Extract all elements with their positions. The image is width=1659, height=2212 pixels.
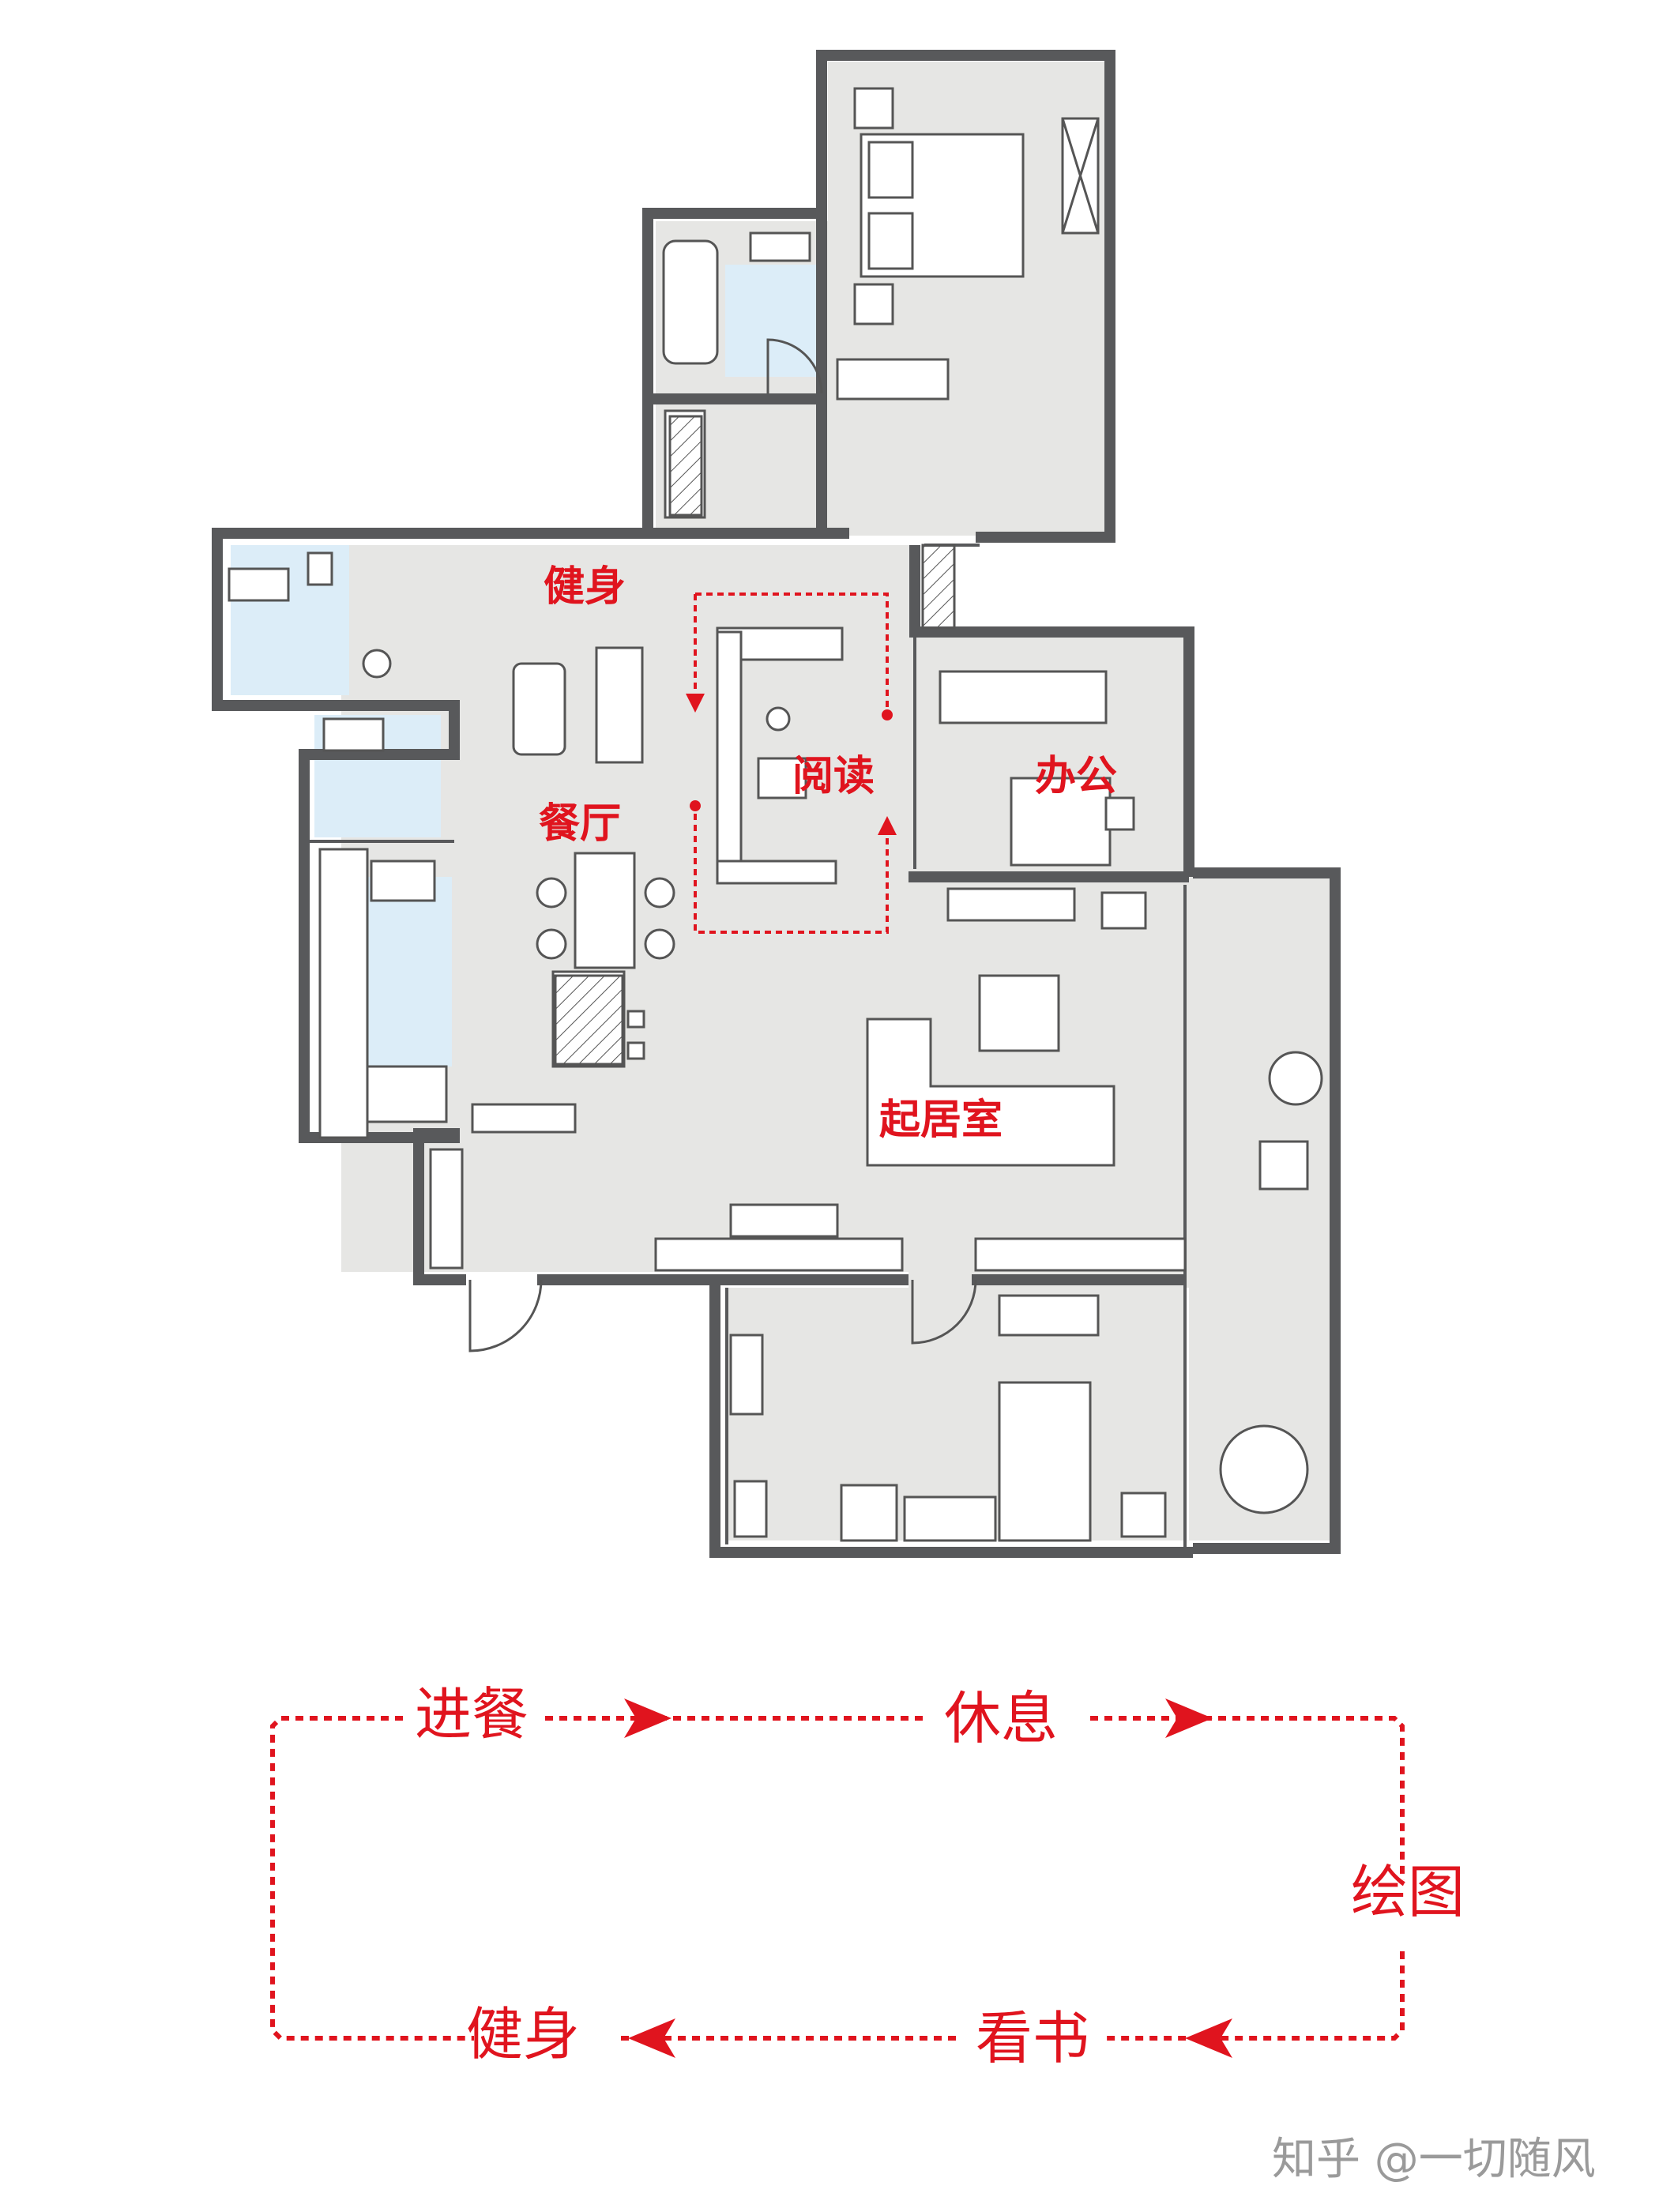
flow-step-eat: 进餐 xyxy=(415,1681,529,1747)
flow-step-draw: 绘图 xyxy=(1351,1859,1465,1925)
room-label-fitness: 健身 xyxy=(544,563,626,611)
floor-area xyxy=(341,62,1331,1540)
flow-step-fitness: 健身 xyxy=(466,2001,580,2067)
walls xyxy=(212,50,1341,1558)
flow-loop xyxy=(270,1698,1405,2058)
room-label-office: 办公 xyxy=(1035,753,1117,800)
room-label-reading: 阅读 xyxy=(792,753,875,800)
reading-loop-path xyxy=(686,592,897,934)
flow-step-rest: 休息 xyxy=(944,1685,1058,1751)
wall-thin xyxy=(304,544,1187,1548)
watermark: 知乎 @一切随风 xyxy=(1272,2134,1596,2185)
furniture xyxy=(228,87,1323,1542)
flow-step-read: 看书 xyxy=(976,2005,1089,2071)
room-label-dining: 餐厅 xyxy=(539,800,621,848)
room-label-living: 起居室 xyxy=(879,1097,1003,1144)
doors xyxy=(468,338,977,1352)
hatched-cabinets xyxy=(554,415,956,1066)
